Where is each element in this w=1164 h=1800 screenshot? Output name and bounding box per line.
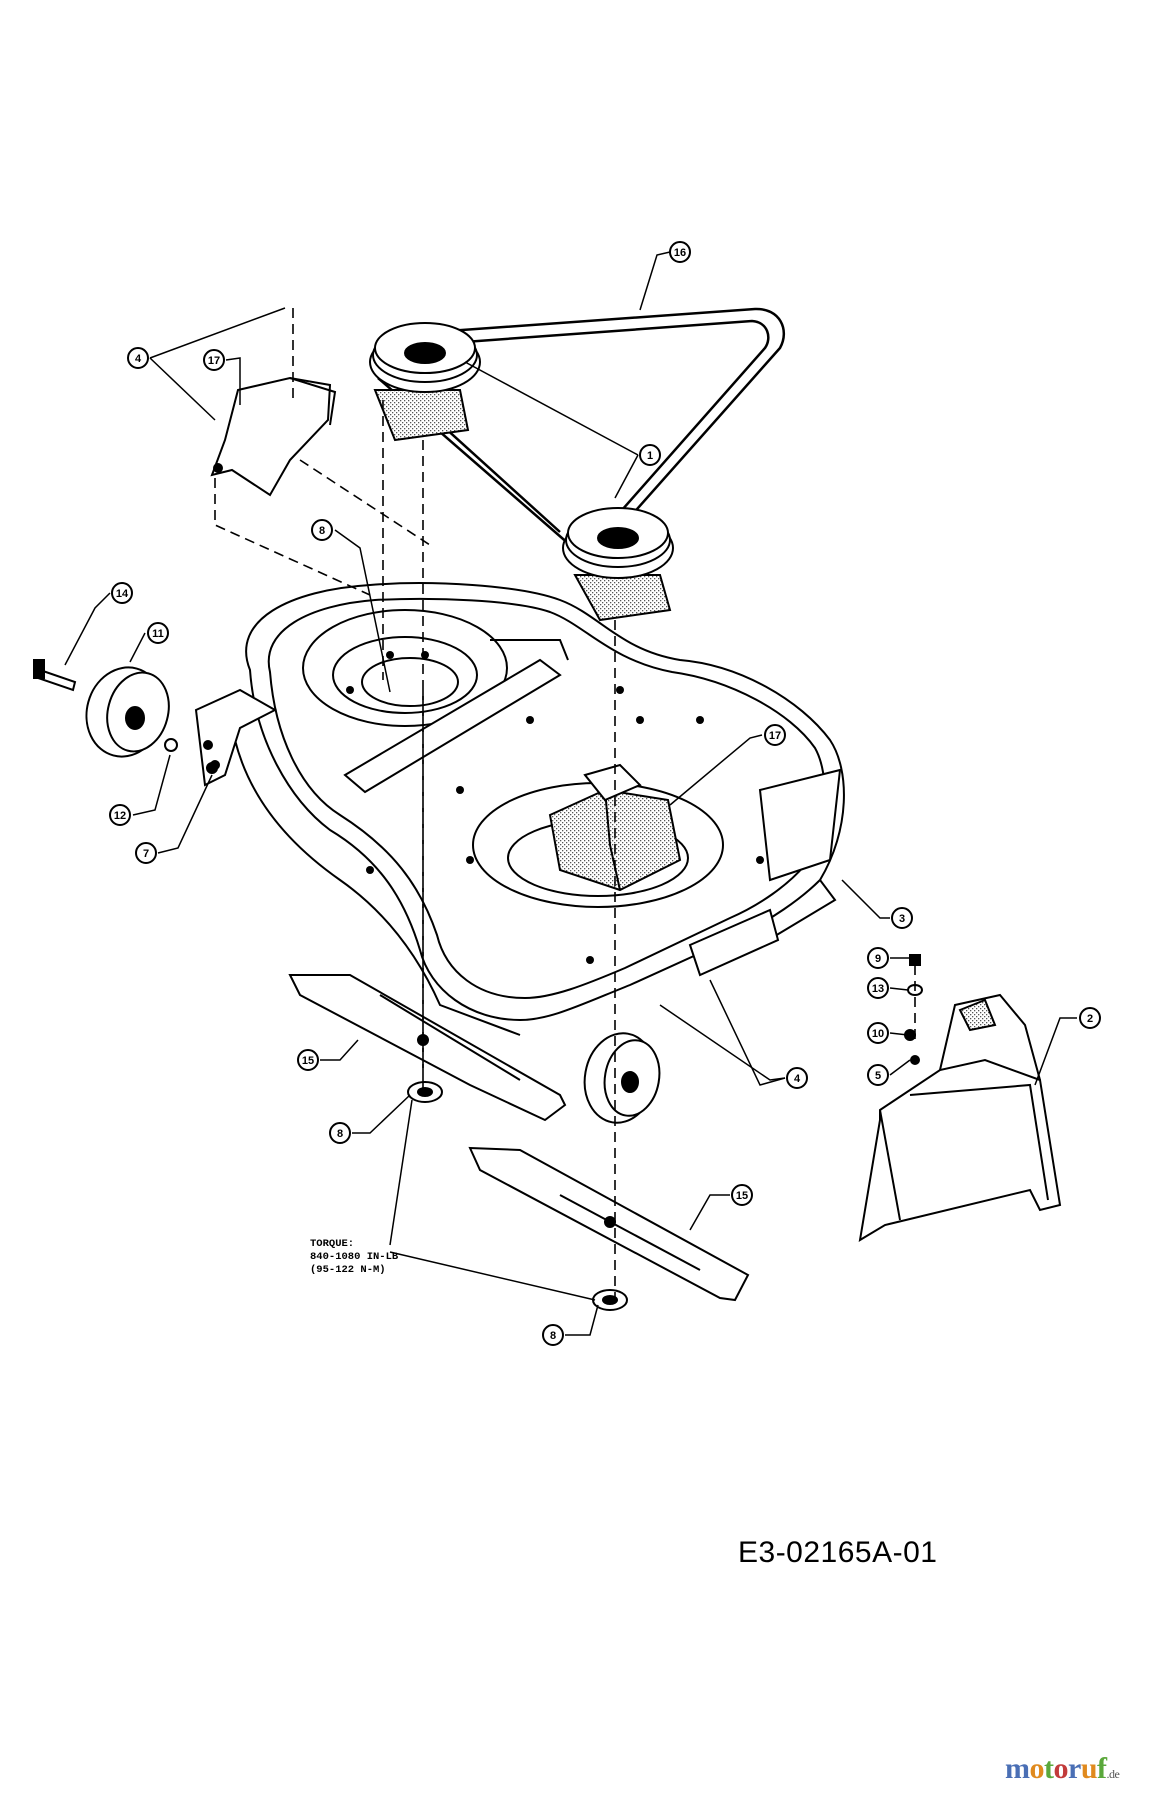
callout-7: 7 [135,842,157,864]
callout-text: 2 [1087,1013,1093,1025]
callout-8-mid: 8 [329,1122,351,1144]
callout-8-top: 8 [311,519,333,541]
callout-text: 1 [647,450,653,462]
callout-text: 10 [872,1028,884,1040]
callout-3: 3 [891,907,913,929]
callout-text: 15 [302,1055,314,1067]
torque-line-2: 840-1080 IN-LB [310,1251,399,1263]
right-pulley [562,507,674,622]
callout-13: 13 [867,977,889,999]
callout-text: 17 [769,730,781,742]
watermark-letter: u [1080,1752,1098,1785]
blade-adapters [407,1081,628,1311]
callout-15-left: 15 [297,1049,319,1071]
watermark-letter: t [1044,1752,1054,1785]
callout-4-top: 4 [127,347,149,369]
callout-17-top: 17 [203,349,225,371]
callout-2: 2 [1079,1007,1101,1029]
blade-left [288,974,567,1122]
callout-text: 5 [875,1070,881,1082]
watermark-letter: o [1053,1752,1069,1785]
motoruf-watermark-logo: motoruf.de [1005,1752,1120,1786]
callout-4-bottom: 4 [786,1067,808,1089]
drawing-code: E3-02165A-01 [738,1536,938,1569]
leader-lines [64,251,1077,1336]
wheel-bolt [33,659,218,774]
callout-text: 9 [875,953,881,965]
watermark-suffix: .de [1106,1767,1120,1781]
watermark-letter: o [1029,1752,1045,1785]
blade-right [468,1146,750,1302]
callout-text: 7 [143,848,149,860]
callout-text: 11 [152,628,164,640]
callout-8-bottom: 8 [542,1324,564,1346]
torque-line-3: (95-122 N-M) [310,1264,386,1276]
left-pulley [369,322,481,442]
callout-5: 5 [867,1064,889,1086]
callouts: 16 1 4 17 8 14 11 12 7 17 3 4 2 9 13 10 … [109,241,1101,1346]
assembly-lines [214,308,916,1300]
callout-text: 17 [208,355,220,367]
callout-9: 9 [867,947,889,969]
callout-text: 14 [116,588,129,600]
callout-text: 12 [114,810,126,822]
watermark-letter: m [1005,1752,1030,1785]
callout-16: 16 [669,241,691,263]
watermark-letter: r [1068,1752,1081,1785]
callout-10: 10 [867,1022,889,1044]
callout-text: 13 [872,983,884,995]
torque-note: TORQUE: 840-1080 IN-LB (95-122 N-M) [310,1238,399,1276]
callout-text: 4 [135,353,142,365]
callout-text: 15 [736,1190,748,1202]
callout-17-right: 17 [764,724,786,746]
watermark-letter: f [1097,1752,1107,1785]
discharge-chute [858,993,1062,1242]
callout-1: 1 [639,444,661,466]
callout-15-right: 15 [731,1184,753,1206]
callout-text: 8 [550,1330,556,1342]
callout-text: 3 [899,913,905,925]
torque-line-1: TORQUE: [310,1238,354,1250]
callout-12: 12 [109,804,131,826]
callout-14: 14 [111,582,133,604]
watermark-letters: motoruf [1005,1752,1107,1785]
callout-text: 16 [674,247,686,259]
callout-text: 4 [794,1073,801,1085]
left-gauge-wheel [85,666,170,758]
belt-guard [210,376,337,497]
mower-deck [234,582,845,1036]
callout-text: 8 [337,1128,343,1140]
callout-11: 11 [147,622,169,644]
callout-text: 8 [319,525,325,537]
front-gauge-wheel [583,1032,661,1124]
